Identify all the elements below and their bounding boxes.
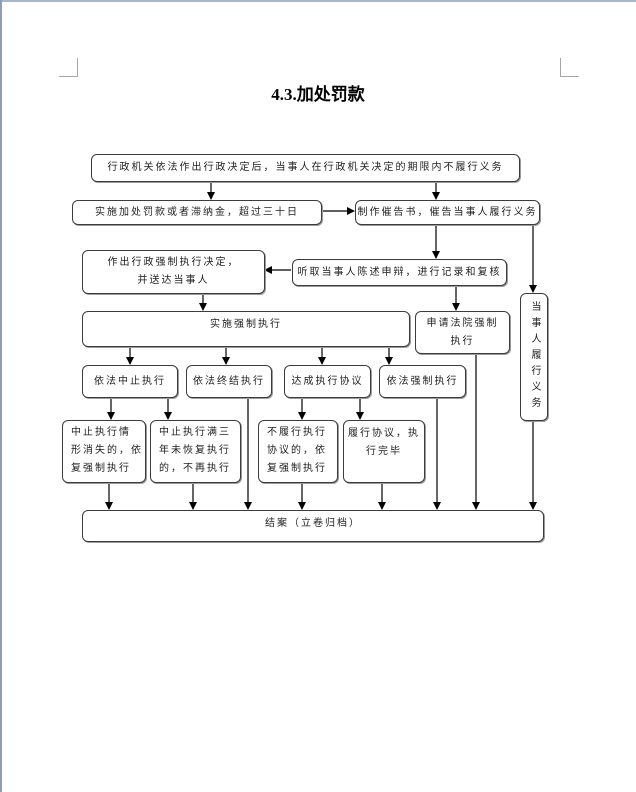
node-no-resume: 中止执行满三 年未恢复执行 的，不再执行 [150,420,241,483]
node-complete-label: 履行协议，执 行完毕 [348,428,420,457]
node-notice-label: 制作催告书，催告当事人履行义务 [357,206,538,218]
margin-corner-top-right [560,58,579,77]
node-suspend: 依法中止执行 [82,365,178,398]
node-complete: 履行协议，执 行完毕 [343,420,425,483]
node-no-resume-label: 中止执行满三 年未恢复执行 的，不再执行 [159,427,231,474]
node-penalty: 实施加处罚款或者滞纳金，超过三十日 [72,200,322,225]
node-court-label: 申请法院强制 执行 [426,317,499,347]
margin-corner-top-left [59,58,78,77]
node-decision: 作出行政强制执行决定， 并送达当事人 [82,250,265,294]
node-enforce-label: 实施强制执行 [210,319,282,330]
node-breach: 不履行执行 协议的，依 复强制执行 [258,420,338,483]
node-penalty-label: 实施加处罚款或者滞纳金，超过三十日 [95,206,299,218]
node-decision-label: 作出行政强制执行决定， 并送达当事人 [107,257,240,286]
node-court: 申请法院强制 执行 [415,311,510,354]
page-title: 4.3.加处罚款 [271,85,365,104]
node-force: 依法强制执行 [379,365,466,398]
node-close: 结案（立卷归档） [82,510,544,542]
node-force-label: 依法强制执行 [386,375,459,387]
node-agreement: 达成执行协议 [284,365,371,398]
node-fulfill: 当事人履行义务 [520,293,548,421]
node-breach-label: 不履行执行 协议的，依 复强制执行 [267,427,327,474]
node-resume-suspend: 中止执行情 形消失的，依 复强制执行 [62,420,146,483]
node-hearing: 听取当事人陈述申辩，进行记录和复核 [292,259,507,286]
page-border-top [0,0,636,2]
node-terminate: 依法终结执行 [186,365,272,398]
node-close-label: 结案（立卷归档） [265,518,361,529]
node-hearing-label: 听取当事人陈述申辩，进行记录和复核 [297,266,502,278]
node-agreement-label: 达成执行协议 [291,375,364,387]
node-start-label: 行政机关依法作出行政决定后，当事人在行政机关决定的期限内不履行义务 [107,162,504,173]
node-fulfill-label: 当事人履行义务 [529,301,540,413]
page-border-left [0,0,2,792]
node-notice: 制作催告书，催告当事人履行义务 [355,200,540,225]
node-suspend-label: 依法中止执行 [94,375,166,387]
node-resume-suspend-label: 中止执行情 形消失的，依 复强制执行 [71,427,143,474]
node-enforce: 实施强制执行 [82,311,410,347]
node-terminate-label: 依法终结执行 [193,375,265,387]
node-start: 行政机关依法作出行政决定后，当事人在行政机关决定的期限内不履行义务 [91,154,520,182]
